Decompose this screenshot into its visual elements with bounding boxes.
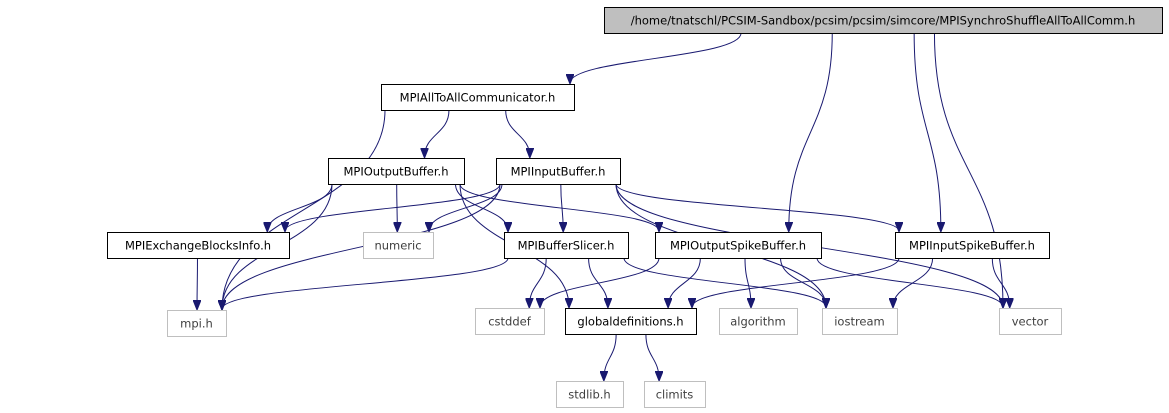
node-alltoall-box <box>381 84 575 111</box>
node-globaldef[interactable]: globaldefinitions.h <box>565 308 697 335</box>
node-root[interactable]: /home/tnatschl/PCSIM-Sandbox/pcsim/pcsim… <box>604 7 1163 34</box>
node-cstddef-label: cstddef <box>488 315 531 329</box>
node-exch-label: MPIExchangeBlocksInfo.h <box>125 239 271 253</box>
edge-root-to-inspike <box>913 32 941 231</box>
node-vector-box <box>999 308 1062 335</box>
edge-outbuf-to-outspike <box>459 183 659 231</box>
node-algorithm-label: algorithm <box>730 315 786 329</box>
edge-globaldef-to-stdlib <box>604 333 617 380</box>
edge-inbuf-to-exch <box>285 183 501 231</box>
edge-outspike-to-algorithm <box>744 257 751 307</box>
node-algorithm-box <box>719 308 798 335</box>
edge-slicer-to-iostream <box>623 257 826 307</box>
node-inbuf[interactable]: MPIInputBuffer.h <box>496 158 621 185</box>
edge-inspike-to-vector <box>991 257 1009 307</box>
node-numeric-label: numeric <box>374 239 421 253</box>
node-exch-box <box>107 232 290 259</box>
node-inbuf-label: MPIInputBuffer.h <box>511 165 606 179</box>
node-alltoall[interactable]: MPIAllToAllCommunicator.h <box>381 84 575 111</box>
node-outbuf[interactable]: MPIOutputBuffer.h <box>328 158 465 185</box>
node-outspike[interactable]: MPIOutputSpikeBuffer.h <box>655 232 822 259</box>
node-stdlib-label: stdlib.h <box>568 388 610 402</box>
edge-slicer-to-mpi <box>222 257 509 309</box>
node-globaldef-box <box>565 308 697 335</box>
node-root-box <box>604 7 1163 34</box>
node-climits-box <box>644 381 706 408</box>
node-exch[interactable]: MPIExchangeBlocksInfo.h <box>107 232 290 259</box>
node-outspike-box <box>655 232 822 259</box>
edge-slicer-to-globaldef <box>588 257 608 307</box>
node-algorithm: algorithm <box>719 308 798 335</box>
node-iostream-label: iostream <box>834 315 885 329</box>
edge-outspike-to-globaldef <box>668 257 701 307</box>
node-outbuf-box <box>328 158 465 185</box>
edge-alltoall-to-outbuf <box>425 109 450 157</box>
node-inspike-box <box>895 232 1050 259</box>
node-cstddef-box <box>475 308 545 335</box>
edge-root-to-outspike <box>789 32 833 231</box>
node-inbuf-box <box>496 158 621 185</box>
edge-alltoall-to-mpi <box>222 109 386 309</box>
edge-outbuf-to-slicer <box>455 183 509 231</box>
edge-inbuf-to-inspike <box>615 183 899 231</box>
node-mpi: mpi.h <box>167 310 227 337</box>
node-vector-label: vector <box>1012 315 1049 329</box>
node-stdlib-box <box>556 381 624 408</box>
edge-inbuf-to-slicer <box>561 183 563 231</box>
node-iostream: iostream <box>822 308 898 335</box>
node-slicer-box <box>504 232 629 259</box>
edge-outspike-to-vector <box>816 257 1003 307</box>
node-root-label: /home/tnatschl/PCSIM-Sandbox/pcsim/pcsim… <box>631 14 1136 28</box>
edge-outbuf-to-exch <box>267 183 333 231</box>
edge-globaldef-to-climits <box>645 333 659 380</box>
node-slicer-label: MPIBufferSlicer.h <box>518 239 615 253</box>
node-stdlib: stdlib.h <box>556 381 624 408</box>
edge-outspike-to-cstddef <box>540 257 660 307</box>
node-outspike-label: MPIOutputSpikeBuffer.h <box>670 239 806 253</box>
node-mpi-label: mpi.h <box>180 317 213 331</box>
node-iostream-box <box>822 308 898 335</box>
edge-inbuf-to-mpi <box>222 183 501 309</box>
node-mpi-box <box>167 310 227 337</box>
edge-outspike-to-iostream <box>780 257 826 307</box>
edge-inspike-to-iostream <box>893 257 934 307</box>
node-alltoall-label: MPIAllToAllCommunicator.h <box>400 91 556 105</box>
node-outbuf-label: MPIOutputBuffer.h <box>344 165 449 179</box>
edge-inspike-to-globaldef <box>692 257 900 307</box>
node-inspike-label: MPIInputSpikeBuffer.h <box>909 239 1035 253</box>
node-climits: climits <box>644 381 706 408</box>
node-climits-label: climits <box>656 388 694 402</box>
node-inspike[interactable]: MPIInputSpikeBuffer.h <box>895 232 1050 259</box>
edge-inbuf-to-numeric <box>429 183 503 231</box>
edge-alltoall-to-inbuf <box>505 109 530 157</box>
node-slicer[interactable]: MPIBufferSlicer.h <box>504 232 629 259</box>
node-globaldef-label: globaldefinitions.h <box>577 315 683 329</box>
edge-root-to-vector <box>933 32 1003 307</box>
node-numeric-box <box>363 232 434 259</box>
node-numeric: numeric <box>363 232 434 259</box>
edge-root-to-alltoall <box>570 32 742 83</box>
edge-slicer-to-cstddef <box>529 257 547 307</box>
node-vector: vector <box>999 308 1062 335</box>
node-cstddef: cstddef <box>475 308 545 335</box>
